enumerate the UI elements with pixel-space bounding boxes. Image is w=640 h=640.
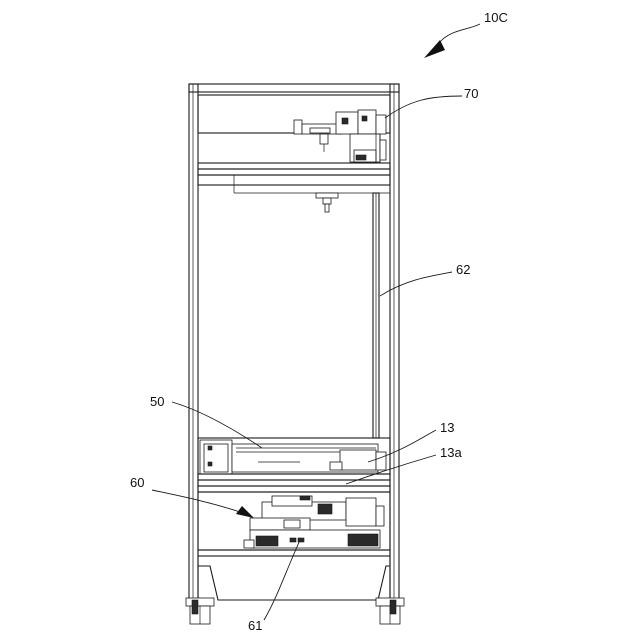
arrow-60 xyxy=(236,506,254,518)
label-50: 50 xyxy=(150,394,164,409)
label-70: 70 xyxy=(464,86,478,101)
arrow-10c xyxy=(424,40,445,58)
foot-left xyxy=(186,598,214,624)
leader-70 xyxy=(385,96,462,118)
unit-70 xyxy=(294,110,386,212)
label-13: 13 xyxy=(440,420,454,435)
leader-62 xyxy=(380,272,452,296)
leader-60 xyxy=(152,490,240,512)
leader-61 xyxy=(264,540,300,620)
label-61: 61 xyxy=(248,618,262,633)
label-62: 62 xyxy=(456,262,470,277)
label-10c: 10C xyxy=(484,10,508,25)
leader-10c xyxy=(440,24,480,42)
inner-post-62 xyxy=(373,193,379,438)
base-shelf-13 xyxy=(198,474,390,492)
base-skirt xyxy=(198,556,390,601)
unit-50 xyxy=(198,438,390,474)
foot-right xyxy=(376,598,404,624)
label-13a: 13a xyxy=(440,445,462,460)
lower-compartment-60 xyxy=(198,492,390,556)
label-60: 60 xyxy=(130,475,144,490)
